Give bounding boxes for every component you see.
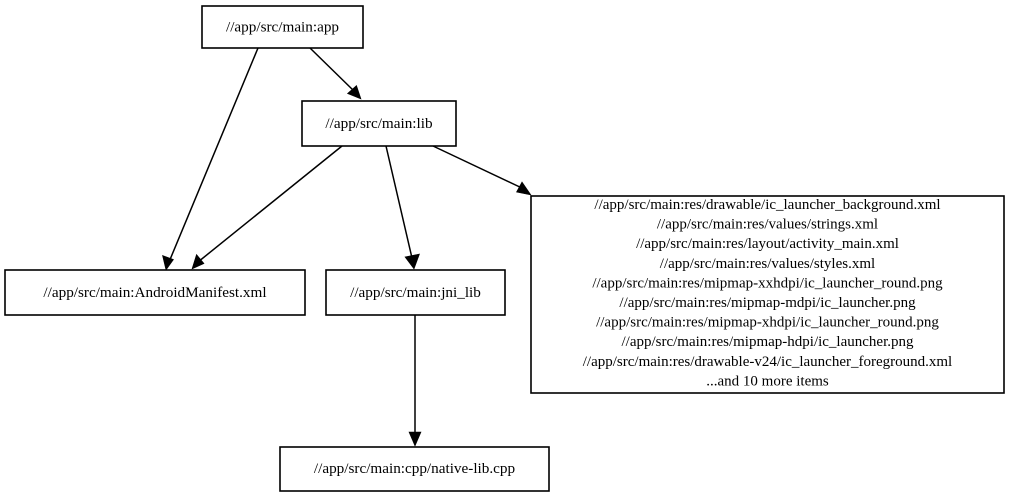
resource-line: //app/src/main:res/layout/activity_main.… <box>636 236 899 252</box>
edge-layer <box>162 47 532 447</box>
node-lib-box[interactable] <box>301 100 457 147</box>
arrowhead-icon <box>346 84 362 100</box>
node-lib-label: //app/src/main:lib <box>325 115 433 132</box>
node-jni-lib[interactable]: //app/src/main:jni_lib <box>325 269 506 316</box>
edge-app-to-androidmanifest <box>162 47 259 271</box>
node-native-lib-cpp[interactable]: //app/src/main:cpp/native-lib.cpp <box>279 446 550 492</box>
node-layer: //app/src/main:app //app/src/main:lib //… <box>4 5 1005 492</box>
node-jni-lib-label: //app/src/main:jni_lib <box>350 284 481 301</box>
arrowhead-icon <box>191 253 205 270</box>
resource-line: //app/src/main:res/values/strings.xml <box>657 217 878 233</box>
node-androidmanifest-box[interactable] <box>4 269 306 316</box>
edge-line <box>197 145 343 263</box>
node-androidmanifest[interactable]: //app/src/main:AndroidManifest.xml <box>4 269 306 316</box>
resource-line: //app/src/main:res/mipmap-xxhdpi/ic_laun… <box>592 275 943 291</box>
arrowhead-icon <box>404 253 420 270</box>
resource-line: ...and 10 more items <box>706 373 829 389</box>
edge-line <box>168 47 259 263</box>
node-androidmanifest-label: //app/src/main:AndroidManifest.xml <box>43 284 266 301</box>
edge-line <box>309 47 356 93</box>
edge-lib-to-resources <box>432 145 532 196</box>
node-lib[interactable]: //app/src/main:lib <box>301 100 457 147</box>
node-app[interactable]: //app/src/main:app <box>201 5 364 49</box>
resource-line: //app/src/main:res/mipmap-xhdpi/ic_launc… <box>596 315 939 331</box>
node-native-lib-cpp-label: //app/src/main:cpp/native-lib.cpp <box>314 460 515 477</box>
arrowhead-icon <box>408 431 422 447</box>
resource-line: //app/src/main:res/drawable/ic_launcher_… <box>594 197 940 213</box>
node-resources-lines: //app/src/main:res/drawable/ic_launcher_… <box>583 197 952 389</box>
edge-line <box>432 145 525 190</box>
resource-line: //app/src/main:res/values/styles.xml <box>660 256 875 272</box>
edge-app-to-lib <box>309 47 362 100</box>
arrowhead-icon <box>162 255 174 271</box>
node-resources-box[interactable] <box>530 195 1005 394</box>
resource-line: //app/src/main:res/drawable-v24/ic_launc… <box>583 354 952 370</box>
edge-lib-to-androidmanifest <box>191 145 343 270</box>
edge-jni-lib-to-native-lib-cpp <box>408 315 422 447</box>
resource-line: //app/src/main:res/mipmap-mdpi/ic_launch… <box>619 295 916 311</box>
node-app-label: //app/src/main:app <box>226 18 339 35</box>
node-resources[interactable]: //app/src/main:res/drawable/ic_launcher_… <box>530 195 1005 394</box>
node-app-box[interactable] <box>201 5 364 49</box>
node-jni-lib-box[interactable] <box>325 269 506 316</box>
resource-line: //app/src/main:res/mipmap-hdpi/ic_launch… <box>621 334 914 350</box>
edge-line <box>385 145 413 259</box>
edge-lib-to-jni-lib <box>385 145 420 270</box>
arrowhead-icon <box>516 181 532 196</box>
node-native-lib-cpp-box[interactable] <box>279 446 550 492</box>
